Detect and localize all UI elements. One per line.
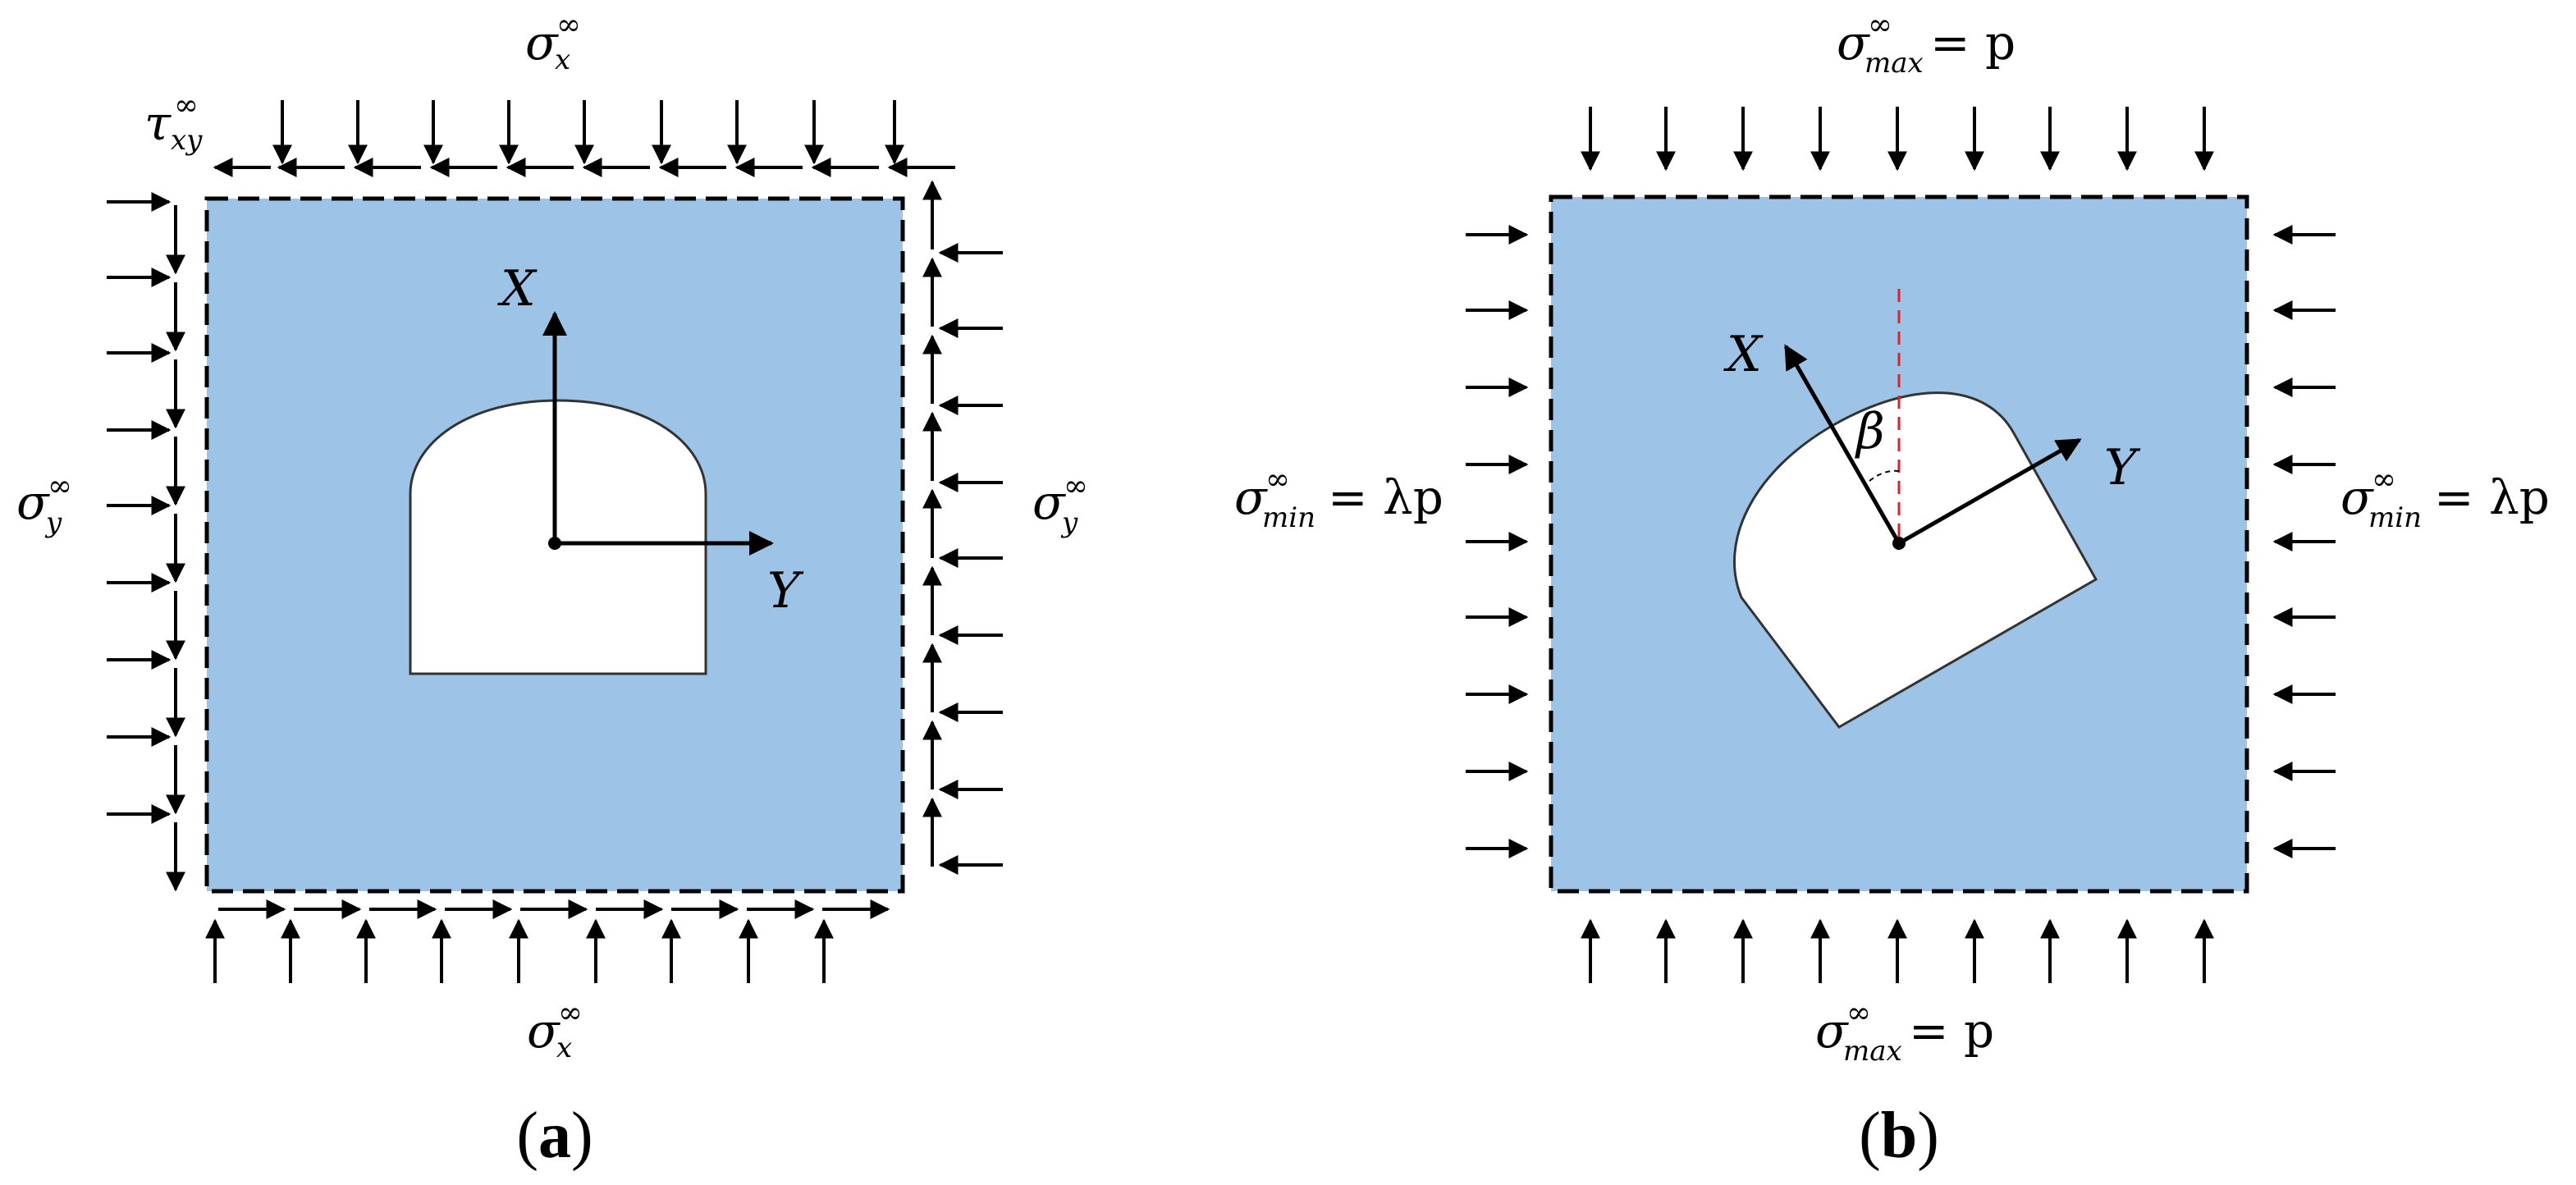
svg-text:= p: = p — [1909, 1003, 1994, 1059]
svg-text:∞: ∞ — [174, 89, 199, 122]
svg-text:x: x — [555, 43, 570, 76]
label-right-b: σ ∞ min = λp — [2340, 463, 2550, 534]
load-arrows-a — [107, 100, 1003, 983]
local-axes-b — [1783, 344, 2082, 550]
load-arrows-b — [1466, 107, 2336, 983]
svg-text:x: x — [556, 1032, 572, 1064]
svg-text:max: max — [1865, 47, 1924, 80]
svg-text:σ: σ — [527, 1003, 560, 1059]
label-top-a: σ ∞ x — [525, 8, 581, 76]
svg-text:y: y — [44, 506, 62, 539]
axis-x-label-a: X — [497, 260, 538, 318]
svg-text:σ: σ — [1837, 15, 1870, 71]
panel-a: X Y σ ∞ x τ ∞ xy σ ∞ y σ ∞ y σ ∞ x (a) — [16, 8, 1088, 1172]
local-axes-a — [542, 311, 774, 556]
svg-text:σ: σ — [2340, 469, 2374, 525]
caption-a: (a) — [516, 1100, 593, 1172]
panel-b: X Y β σ ∞ max = p σ ∞ min = λp σ ∞ min =… — [1234, 8, 2550, 1172]
label-shear-a: τ ∞ xy — [144, 89, 203, 157]
axis-y-label-a: Y — [767, 562, 804, 620]
angle-arc-b — [1869, 469, 1900, 482]
caption-b: (b) — [1859, 1100, 1939, 1172]
axis-y-label-b: Y — [2104, 439, 2141, 496]
opening-a — [409, 399, 707, 675]
svg-text:∞: ∞ — [2372, 463, 2396, 496]
svg-text:∞: ∞ — [48, 469, 72, 503]
svg-text:∞: ∞ — [1846, 996, 1871, 1030]
svg-text:τ: τ — [144, 95, 172, 151]
svg-text:∞: ∞ — [558, 996, 583, 1030]
svg-text:min: min — [1262, 501, 1315, 534]
label-left-b: σ ∞ min = λp — [1234, 463, 1444, 534]
svg-text:= λp: = λp — [1328, 469, 1444, 525]
angle-beta-label-b: β — [1855, 403, 1885, 460]
svg-text:∞: ∞ — [1265, 463, 1290, 496]
origin-dot-a — [548, 537, 561, 550]
svg-text:∞: ∞ — [1064, 469, 1088, 503]
svg-text:σ: σ — [16, 474, 50, 530]
svg-text:min: min — [2368, 501, 2422, 534]
svg-text:σ: σ — [525, 15, 559, 71]
svg-text:∞: ∞ — [556, 8, 581, 42]
svg-text:xy: xy — [171, 124, 203, 157]
svg-text:= p: = p — [1930, 15, 2016, 71]
axis-x-label-b: X — [1723, 326, 1764, 383]
svg-text:∞: ∞ — [1868, 8, 1892, 42]
opening-b — [1733, 391, 2098, 729]
label-top-b: σ ∞ max = p — [1837, 8, 2016, 80]
svg-text:σ: σ — [1234, 469, 1268, 525]
svg-text:σ: σ — [1815, 1003, 1849, 1059]
label-bottom-b: σ ∞ max = p — [1815, 996, 1994, 1068]
origin-dot-b — [1892, 537, 1906, 550]
label-left-a: σ ∞ y — [16, 469, 72, 539]
svg-text:max: max — [1843, 1035, 1902, 1068]
svg-text:y: y — [1060, 506, 1078, 539]
svg-text:σ: σ — [1032, 474, 1066, 530]
label-right-a: σ ∞ y — [1032, 469, 1088, 539]
svg-text:= λp: = λp — [2434, 469, 2550, 525]
label-bottom-a: σ ∞ x — [527, 996, 583, 1064]
